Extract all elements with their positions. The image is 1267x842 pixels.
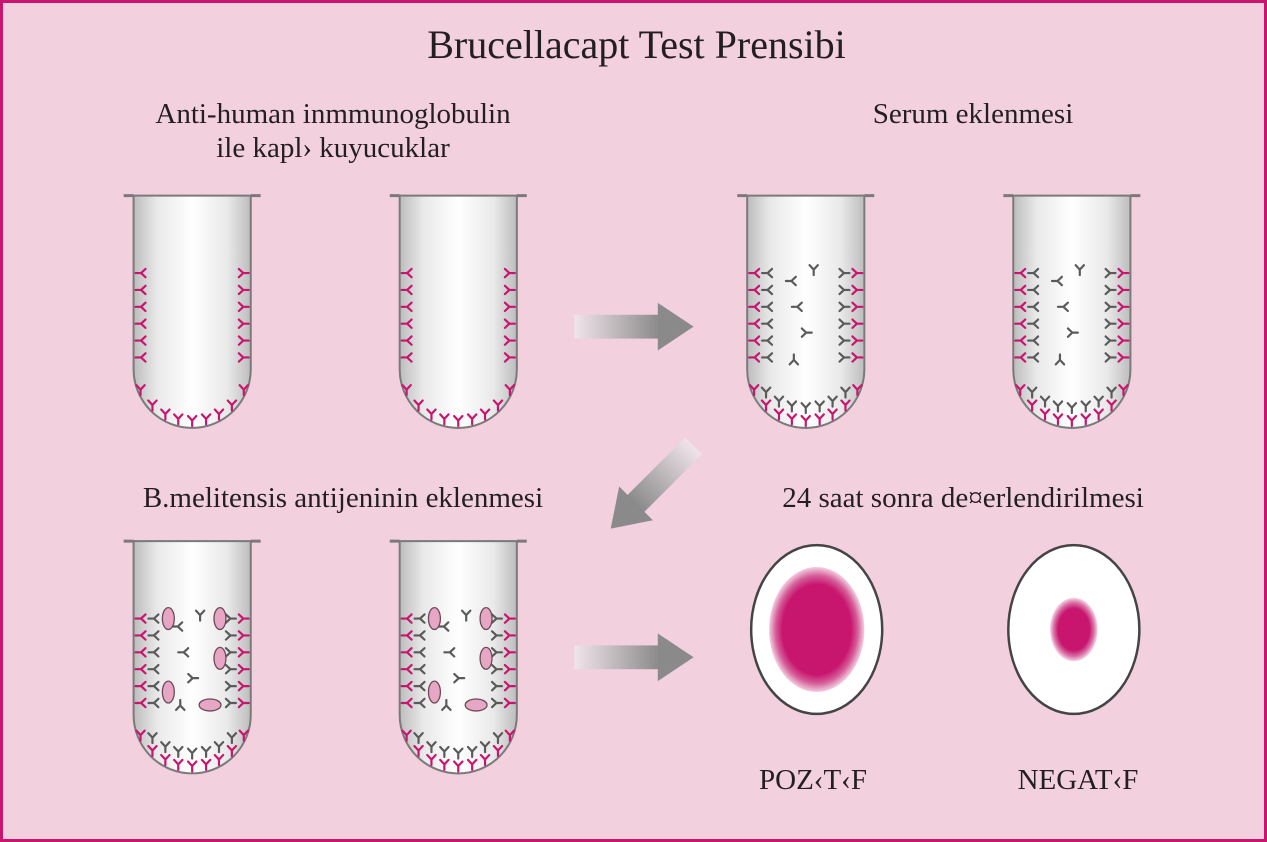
antigen-particle (199, 699, 221, 711)
arrow-shaft (574, 645, 659, 669)
antigen-particle (214, 647, 226, 669)
process-arrow (574, 303, 693, 351)
microwell-tube (1003, 196, 1140, 428)
tube-body (747, 196, 864, 428)
precipitate-dot (1050, 598, 1098, 662)
result-well-negative (1008, 545, 1139, 714)
process-arrow-diagonal (594, 429, 711, 546)
antigen-particle (428, 608, 440, 630)
tube-body (134, 541, 251, 773)
arrow-head (658, 633, 694, 681)
microwell-tube (390, 541, 527, 773)
microwell-tube (390, 196, 527, 428)
antigen-particle (162, 681, 174, 703)
antigen-particle (480, 608, 492, 630)
antigen-particle (428, 681, 440, 703)
diagram-graphic (3, 3, 1264, 839)
microwell-tube (124, 541, 261, 773)
tube-body (134, 196, 251, 428)
antigen-particle (162, 608, 174, 630)
process-arrow (574, 633, 693, 681)
arrow-shaft (574, 315, 659, 339)
precipitate-dot (769, 567, 864, 692)
tube-body (400, 541, 517, 773)
result-well-positive (751, 545, 882, 714)
arrow-shaft (626, 437, 702, 513)
antigen-particle (214, 608, 226, 630)
antigen-particle (480, 647, 492, 669)
tube-body (400, 196, 517, 428)
microwell-tube (124, 196, 261, 428)
microwell-tube (737, 196, 874, 428)
tube-body (1013, 196, 1130, 428)
antigen-particle (465, 699, 487, 711)
arrow-head (658, 303, 694, 351)
